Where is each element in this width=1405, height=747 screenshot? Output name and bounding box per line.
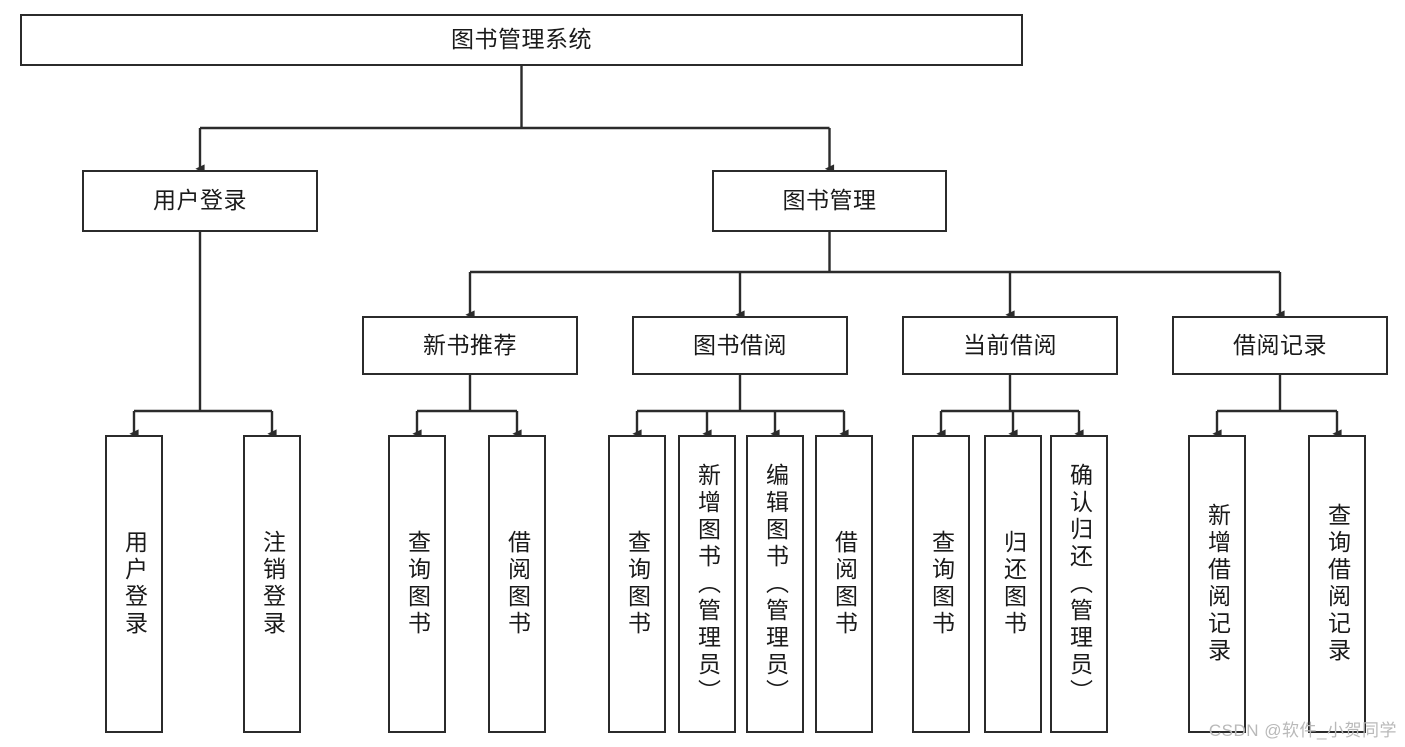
node-label-login: 用户登录	[153, 187, 247, 214]
node-records[interactable]: 借阅记录	[1172, 316, 1388, 375]
node-leaf-br-add[interactable]: 新增图书（管理员）	[678, 435, 736, 733]
node-leaf-br-lend[interactable]: 借阅图书	[815, 435, 873, 733]
node-leaf-br-edit[interactable]: 编辑图书（管理员）	[746, 435, 804, 733]
node-label-leaf-br-query: 查询图书	[624, 530, 651, 638]
node-label-leaf-br-lend: 借阅图书	[831, 530, 858, 638]
node-leaf-cur-confirm[interactable]: 确认归还（管理员）	[1050, 435, 1108, 733]
node-borrow[interactable]: 图书借阅	[632, 316, 848, 375]
node-label-current: 当前借阅	[963, 331, 1057, 358]
node-label-leaf-cur-return: 归还图书	[1000, 530, 1027, 638]
node-leaf-br-query[interactable]: 查询图书	[608, 435, 666, 733]
node-label-leaf-cur-confirm: 确认归还（管理员）	[1066, 462, 1093, 706]
node-label-leaf-br-edit: 编辑图书（管理员）	[762, 462, 789, 706]
node-label-leaf-user-logout: 注销登录	[259, 530, 286, 638]
node-label-root: 图书管理系统	[451, 26, 592, 53]
node-leaf-rec-borrow[interactable]: 借阅图书	[488, 435, 546, 733]
node-bookmgmt[interactable]: 图书管理	[712, 170, 947, 232]
node-label-leaf-rc-add: 新增借阅记录	[1204, 503, 1231, 665]
node-leaf-cur-return[interactable]: 归还图书	[984, 435, 1042, 733]
node-label-newrec: 新书推荐	[423, 331, 517, 358]
node-leaf-rc-query[interactable]: 查询借阅记录	[1308, 435, 1366, 733]
node-label-bookmgmt: 图书管理	[782, 187, 877, 214]
node-label-leaf-cur-query: 查询图书	[928, 530, 955, 638]
node-label-leaf-rc-query: 查询借阅记录	[1324, 503, 1351, 665]
node-current[interactable]: 当前借阅	[902, 316, 1118, 375]
node-label-leaf-br-add: 新增图书（管理员）	[694, 462, 721, 706]
node-label-borrow: 图书借阅	[693, 331, 787, 358]
node-label-records: 借阅记录	[1233, 331, 1327, 358]
node-newrec[interactable]: 新书推荐	[362, 316, 578, 375]
node-leaf-cur-query[interactable]: 查询图书	[912, 435, 970, 733]
node-label-leaf-rec-query: 查询图书	[404, 530, 431, 638]
node-login[interactable]: 用户登录	[82, 170, 318, 232]
node-label-leaf-rec-borrow: 借阅图书	[504, 530, 531, 638]
node-leaf-user-login[interactable]: 用户登录	[105, 435, 163, 733]
node-root[interactable]: 图书管理系统	[20, 14, 1023, 66]
node-leaf-user-logout[interactable]: 注销登录	[243, 435, 301, 733]
node-leaf-rc-add[interactable]: 新增借阅记录	[1188, 435, 1246, 733]
node-leaf-rec-query[interactable]: 查询图书	[388, 435, 446, 733]
node-label-leaf-user-login: 用户登录	[121, 530, 148, 638]
csdn-watermark: CSDN @软件_小贺同学	[1208, 721, 1397, 740]
